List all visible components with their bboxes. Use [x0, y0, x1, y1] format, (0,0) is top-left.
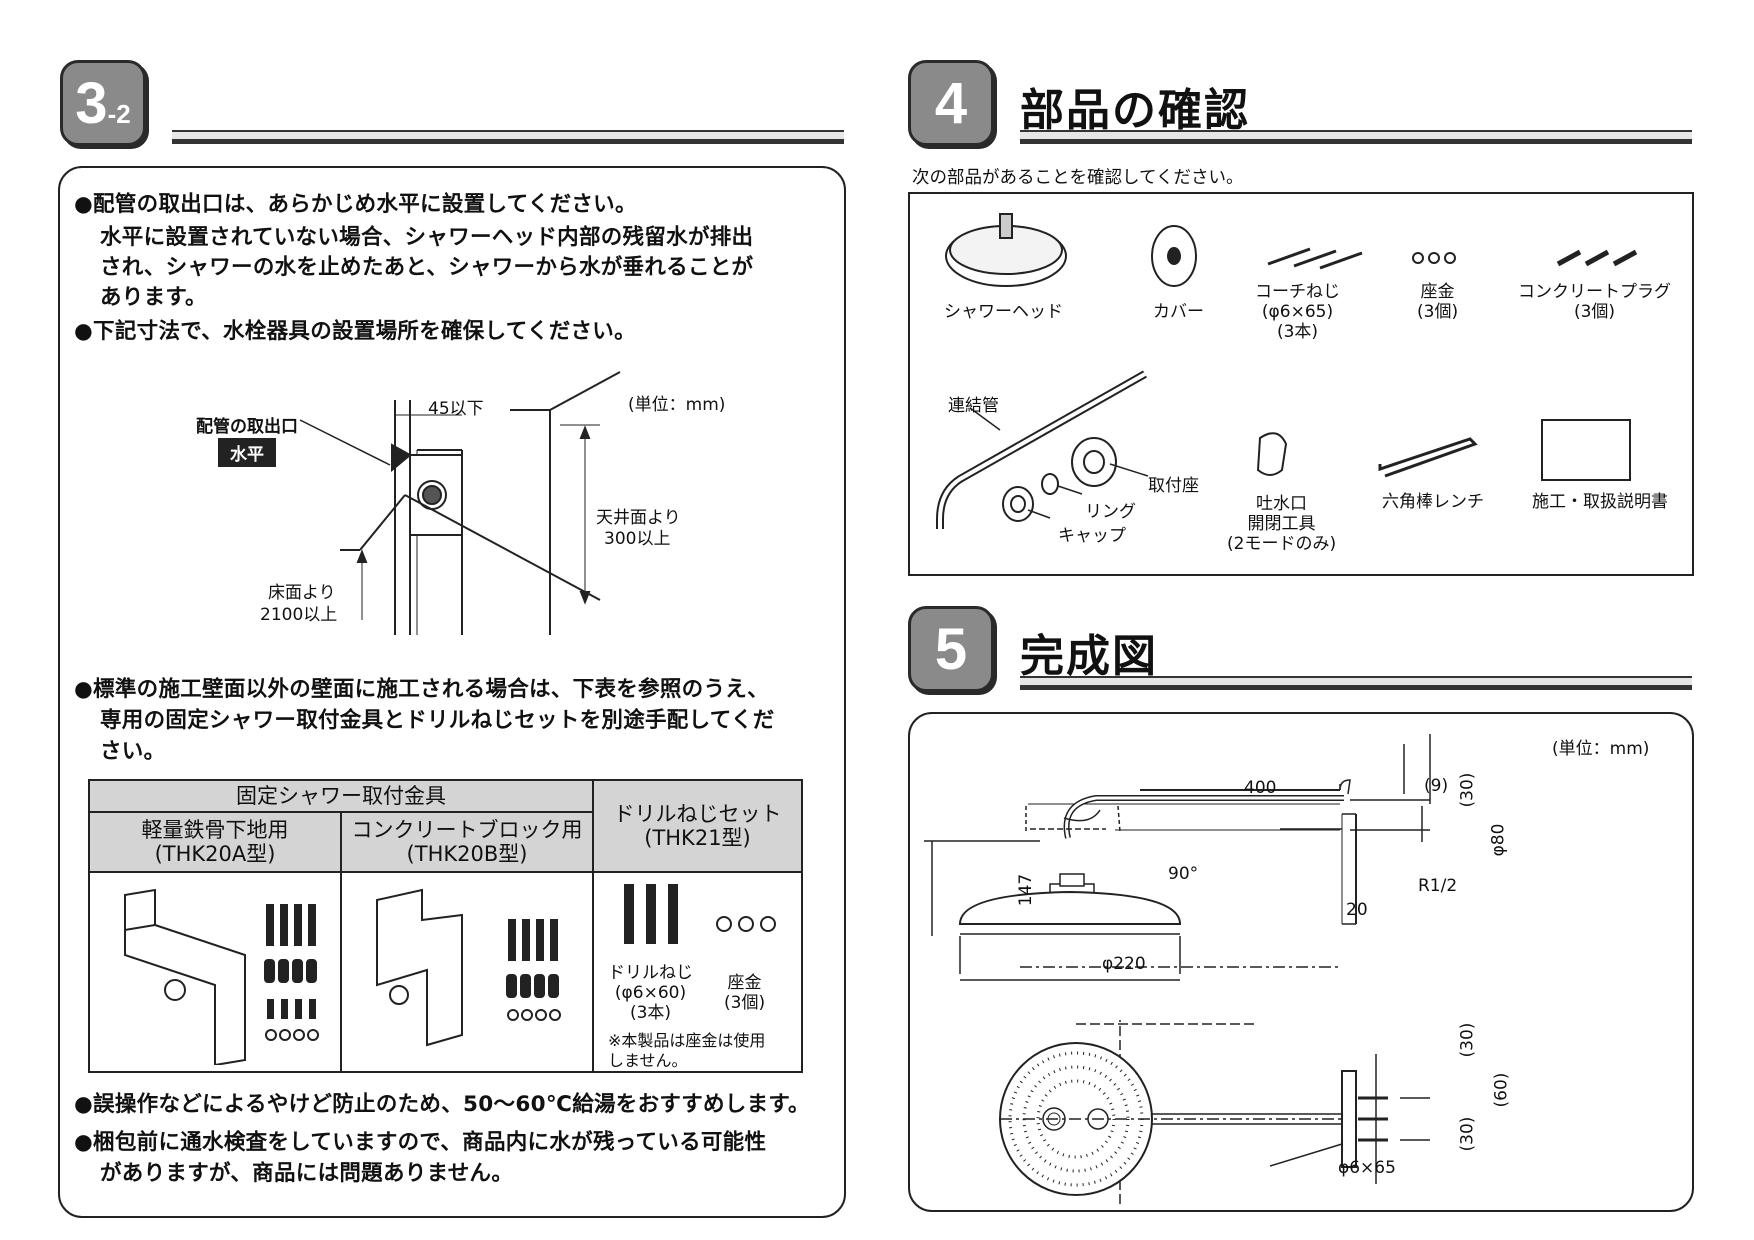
- part-ring: リング: [1085, 502, 1136, 522]
- part-spout-tool: 吐水口開閉工具(2モードのみ): [1227, 494, 1337, 554]
- dim-20: 20: [1346, 900, 1368, 920]
- table-cell-thk21: ドリルねじ(φ6×60)(3本) 座金(3個) ※本製品は座金は使用しません。: [592, 871, 803, 1073]
- table-col2-header: コンクリートブロック用(THK20B型): [340, 811, 594, 873]
- ceiling-label-2: 300以上: [604, 529, 671, 549]
- outlet-label: 配管の取出口: [196, 417, 298, 437]
- dim-9: (9): [1424, 776, 1449, 796]
- bullet-water-test-2: がありますが、商品には問題ありません。: [100, 1161, 514, 1186]
- bullet-outlet-detail-3: あります。: [100, 285, 207, 310]
- parts-intro: 次の部品があることを確認してください。: [912, 168, 1244, 188]
- section-badge-4: 4: [908, 60, 994, 146]
- dim-screw: φ6×65: [1338, 1158, 1396, 1178]
- table-group-header: 固定シャワー取付金具: [88, 779, 594, 813]
- section-badge-3-2: 3-2: [60, 60, 146, 146]
- bracket-table: 固定シャワー取付金具 ドリルねじセット(THK21型) 軽量鉄骨下地用(THK2…: [88, 779, 803, 1073]
- part-mount-seat: 取付座: [1148, 476, 1199, 496]
- bracket-b-illustration: [376, 888, 561, 1046]
- ceiling-label-1: 天井面より: [596, 508, 681, 528]
- table-cell-thk20b: [340, 871, 594, 1073]
- part-shower-head: シャワーヘッド: [944, 302, 1063, 322]
- part-concrete-plug: コンクリートプラグ(3個): [1518, 282, 1671, 322]
- washer-label: 座金(3個): [724, 973, 766, 1013]
- section-rule-left: [172, 130, 844, 144]
- part-cover: カバー: [1153, 302, 1204, 322]
- parts-illustrations: [936, 213, 1638, 529]
- bracket-a-illustration: [124, 888, 319, 1066]
- floor-label-2: 2100以上: [260, 605, 338, 625]
- dim-30-bottom: (30): [1457, 1116, 1478, 1152]
- part-washer: 座金(3個): [1417, 282, 1459, 322]
- bullet-wall-note-2: 専用の固定シャワー取付金具とドリルねじセットを別途手配してくだ: [100, 708, 775, 733]
- part-hex-wrench: 六角棒レンチ: [1382, 492, 1484, 512]
- bullet-wall-note-1: ●標準の施工壁面以外の壁面に施工される場合は、下表を参照のうえ、: [74, 677, 769, 702]
- dim-90deg: 90°: [1168, 864, 1199, 884]
- bullet-water-test: ●梱包前に通水検査をしていますので、商品内に水が残っている可能性: [74, 1130, 767, 1155]
- bullet-wall-note-3: さい。: [100, 739, 166, 764]
- bullet-install-space: ●下記寸法で、水栓器具の設置場所を確保してください。: [74, 319, 636, 344]
- bullet-outlet-level: ●配管の取出口は、あらかじめ水平に設置してください。: [74, 192, 637, 217]
- dim-400: 400: [1244, 778, 1277, 798]
- part-connecting-pipe: 連結管: [948, 396, 999, 416]
- section-badge-5: 5: [908, 606, 994, 692]
- drawing-unit: (単位：mm): [1552, 739, 1650, 759]
- dim-60: (60): [1491, 1072, 1512, 1108]
- badge-sub: -2: [107, 98, 131, 129]
- diagram-unit: (単位：mm): [628, 395, 726, 415]
- dim-phi220: φ220: [1102, 954, 1146, 974]
- drill-screw-illustration: [624, 884, 776, 944]
- completed-drawing: [924, 734, 1431, 1204]
- washer-note: ※本製品は座金は使用しません。: [608, 1031, 766, 1070]
- install-space-diagram: [299, 371, 621, 635]
- section-rule-4: [1020, 130, 1692, 144]
- dim-147: 147: [1016, 873, 1037, 907]
- table-col1-header: 軽量鉄骨下地用(THK20A型): [88, 811, 342, 873]
- part-manual: 施工・取扱説明書: [1532, 492, 1668, 512]
- bullet-burn-warning: ●誤操作などによるやけど防止のため、50〜60℃給湯をおすすめします。: [74, 1092, 810, 1117]
- dim-45: 45以下: [428, 399, 484, 419]
- dim-r12: R1/2: [1418, 876, 1458, 896]
- section-title-completed: 完成図: [1020, 631, 1158, 682]
- level-badge: 水平: [218, 438, 276, 467]
- table-col3-header: ドリルねじセット(THK21型): [592, 779, 803, 873]
- bullet-outlet-detail-2: され、シャワーの水を止めたあと、シャワーから水が垂れることが: [100, 255, 754, 280]
- dim-phi80: φ80: [1488, 823, 1509, 857]
- part-cap: キャップ: [1058, 526, 1126, 546]
- dim-30-mid: (30): [1457, 1022, 1478, 1058]
- table-cell-thk20a: [88, 871, 342, 1073]
- drill-screw-label: ドリルねじ(φ6×60)(3本): [608, 963, 693, 1023]
- dim-30-top: (30): [1457, 772, 1478, 808]
- section-title-parts: 部品の確認: [1020, 85, 1250, 136]
- part-coach-screw: コーチねじ(φ6×65)(3本): [1255, 282, 1340, 342]
- floor-label-1: 床面より: [268, 583, 336, 603]
- section-rule-5: [1020, 676, 1692, 690]
- badge-number: 3: [75, 70, 108, 136]
- bullet-outlet-detail-1: 水平に設置されていない場合、シャワーヘッド内部の残留水が排出: [100, 225, 754, 250]
